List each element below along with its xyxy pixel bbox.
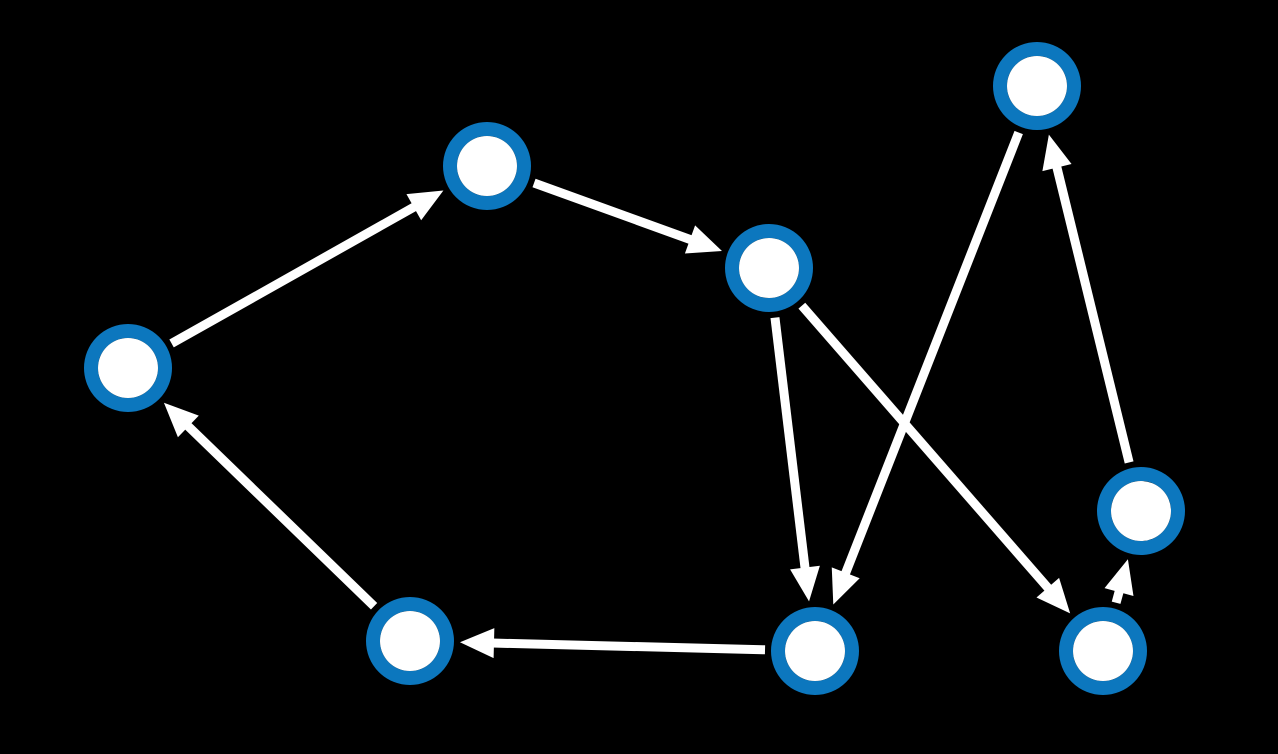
node-ring [84, 324, 172, 412]
node-fill [380, 611, 440, 671]
edge-arrowhead-icon [1104, 559, 1134, 596]
edge-line [532, 178, 694, 245]
graph-edge[interactable] [459, 628, 766, 659]
edge-arrowhead-icon [790, 565, 820, 602]
edge-line [840, 130, 1023, 577]
node-ring [443, 122, 531, 210]
graph-node[interactable] [366, 597, 454, 685]
graph-edge[interactable] [831, 130, 1023, 605]
node-ring [771, 607, 859, 695]
graph-edge[interactable] [1042, 134, 1134, 464]
edge-line [169, 202, 418, 348]
graph-node[interactable] [725, 224, 813, 312]
edge-arrowhead-icon [163, 402, 199, 438]
node-ring [993, 42, 1081, 130]
graph-edge[interactable] [798, 302, 1071, 614]
node-ring [725, 224, 813, 312]
edge-line [491, 638, 766, 655]
graph-edge[interactable] [1104, 559, 1134, 604]
graph-node[interactable] [1059, 607, 1147, 695]
graph-edge[interactable] [169, 190, 444, 348]
graph-edge[interactable] [163, 402, 378, 610]
graph-node[interactable] [443, 122, 531, 210]
edge-line [1052, 164, 1134, 464]
node-ring [366, 597, 454, 685]
node-fill [1073, 621, 1133, 681]
edge-arrowhead-icon [1042, 134, 1072, 172]
edge-line [798, 302, 1053, 593]
node-fill [1111, 481, 1171, 541]
edge-line [183, 421, 378, 610]
edges-layer [163, 130, 1134, 659]
edge-line [1111, 588, 1124, 604]
graph-node[interactable] [771, 607, 859, 695]
graph-node[interactable] [1097, 467, 1185, 555]
graph-edge[interactable] [770, 317, 820, 602]
edge-arrowhead-icon [684, 225, 722, 254]
graph-node[interactable] [84, 324, 172, 412]
node-fill [739, 238, 799, 298]
edge-arrowhead-icon [831, 567, 860, 605]
node-fill [457, 136, 517, 196]
node-fill [785, 621, 845, 681]
node-fill [98, 338, 158, 398]
node-ring [1097, 467, 1185, 555]
node-fill [1007, 56, 1067, 116]
edge-line [770, 317, 810, 571]
nodes-layer [84, 42, 1185, 695]
edge-arrowhead-icon [459, 628, 495, 659]
edge-arrowhead-icon [1036, 577, 1071, 614]
graph-edge[interactable] [532, 178, 722, 254]
graph-node[interactable] [993, 42, 1081, 130]
edge-arrowhead-icon [406, 190, 444, 221]
node-ring [1059, 607, 1147, 695]
